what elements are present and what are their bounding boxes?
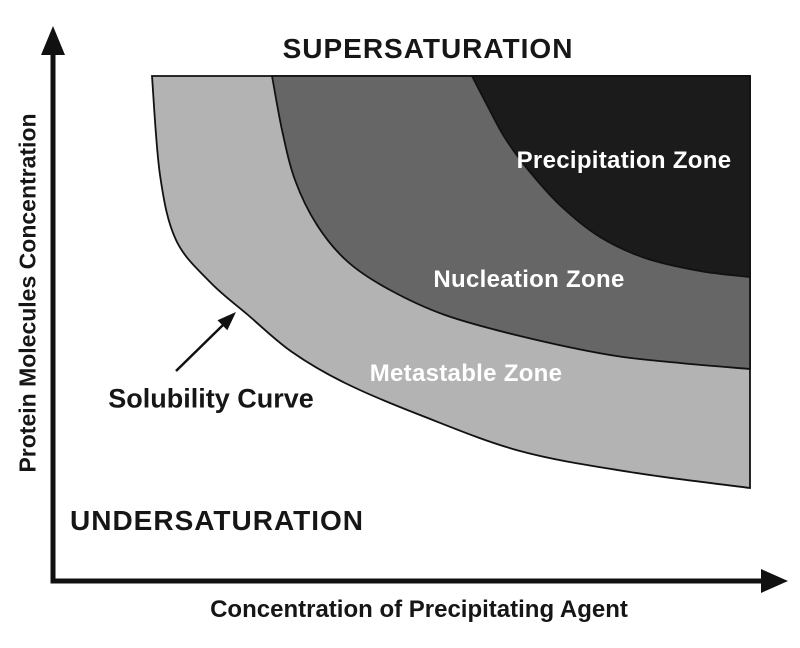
precipitation-zone-label: Precipitation Zone <box>516 147 732 174</box>
y-axis-label: Protein Molecules Concentration <box>14 113 41 473</box>
nucleation-zone-label: Nucleation Zone <box>433 266 625 293</box>
undersaturation-label: UNDERSATURATION <box>70 505 364 536</box>
supersaturation-label: SUPERSATURATION <box>282 33 574 64</box>
x-axis-arrowhead-icon <box>761 569 788 593</box>
solubility-arrow-line <box>175 324 224 372</box>
solubility-arrowhead-icon <box>217 312 236 331</box>
y-axis-arrowhead-icon <box>41 26 65 55</box>
solubility-curve-label: Solubility Curve <box>108 383 314 414</box>
x-axis-label: Concentration of Precipitating Agent <box>210 596 628 623</box>
precipitation-zone-region <box>470 75 751 279</box>
metastable-zone-label: Metastable Zone <box>369 360 563 387</box>
